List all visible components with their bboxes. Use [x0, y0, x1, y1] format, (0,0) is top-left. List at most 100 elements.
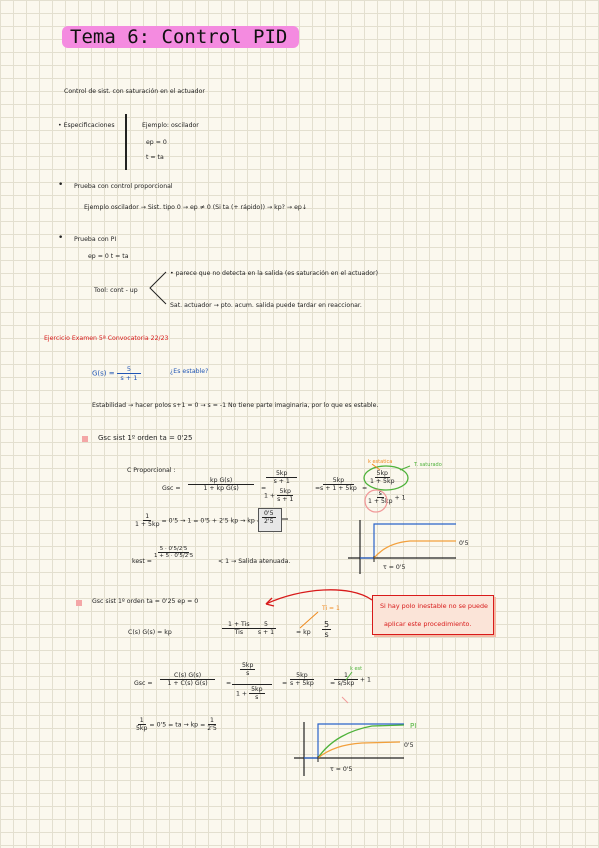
gsc1-gsc-label: Gsc = [162, 485, 181, 492]
den: 1 + 5kp [135, 521, 160, 528]
note-line-1: Si hay polo inestable no se puede [380, 602, 488, 610]
den: 2'5 [207, 725, 217, 732]
eq: = [330, 680, 336, 687]
red-pointer [341, 696, 349, 704]
num: s [376, 490, 384, 498]
gsc2-heading: Gsc sist 1º orden ta = 0'25 ep = 0 [92, 598, 199, 605]
den: 1 + kp G(s) [203, 485, 239, 492]
specs-divider [125, 114, 127, 170]
den: 1 + C(s) G(s) [167, 680, 208, 687]
arrowhead [265, 597, 275, 607]
den: s [324, 630, 329, 639]
den: 1 + 5kp [368, 498, 393, 505]
den: s + 5kp [290, 680, 314, 687]
gsc1-heading: Gsc sist 1º orden ta = 0'25 [98, 434, 193, 442]
den: s + 1 + 5kp [320, 485, 357, 492]
specs-line-2: t = ta [146, 154, 164, 161]
den: s [246, 670, 250, 677]
proportional-heading: Prueba con control proporcional [74, 183, 173, 190]
stability-question: ¿Es estable? [170, 368, 209, 375]
bullet: • [58, 233, 64, 243]
step-input [360, 523, 456, 559]
graph2-tau: τ = 0'5 [330, 766, 353, 773]
gs-left: G(s) = [92, 369, 115, 378]
num: 1 [143, 513, 152, 521]
step-response-graph-1 [348, 520, 456, 574]
note-line-2: aplicar este procedimiento. [384, 620, 472, 628]
label-t: T. saturado [414, 462, 442, 468]
tail: + 1 [359, 676, 371, 684]
num: 1 + Tis [222, 621, 256, 629]
page-title: Tema 6: Control PID [62, 26, 300, 48]
num: 1 [208, 717, 216, 725]
kest-label: kest = [132, 558, 152, 565]
den: 2'5 [264, 518, 274, 525]
den: Tis [234, 629, 244, 636]
num: 5kp [266, 470, 298, 478]
pi-branch-2: Sat. actuador → pto. acum. salida puede … [170, 302, 362, 309]
exam-heading: Ejercicio Examen 5ª Convocatoria 22/23 [44, 335, 169, 342]
p-response [317, 741, 401, 759]
graph1-tau: τ = 0'5 [383, 564, 406, 571]
response-curve [373, 540, 456, 559]
pink-bullet [82, 436, 88, 442]
pi-response [317, 724, 405, 759]
specs-label: • Especificaciones [58, 122, 115, 129]
gs-fraction: 5 s + 1 [116, 365, 141, 382]
tail: + 1 [394, 494, 406, 502]
proportional-line: Ejemplo oscilador → Sist. tipo 0 → ep ≠ … [84, 204, 307, 211]
pi-tool: Tool: cont - up [94, 287, 138, 294]
eq: = [362, 485, 368, 492]
gs-numerator: 5 [116, 365, 141, 374]
stability-text: Estabilidad → hacer polos s+1 = 0 → s = … [92, 402, 379, 409]
tau-eq-text: = 0'5 = ta → kp = [149, 721, 206, 729]
num: 5 · 0'5/2'5 [157, 546, 190, 553]
orange-pointer [371, 463, 381, 471]
den: s [255, 694, 259, 701]
intro-text: Control de sist. con saturación en el ac… [64, 88, 205, 95]
den: s + 1 [273, 478, 290, 485]
red-circle [364, 489, 388, 513]
pi-branch-1: • parece que no detecta en la salida (es… [170, 270, 378, 277]
tau-eq-text: = 0'5 → 1 = 0'5 + 2'5 kp → kp = [161, 517, 262, 525]
red-arrow [265, 589, 373, 605]
cs-result: = kp [296, 629, 311, 636]
num: 5 [322, 620, 332, 630]
pre: 1 + [236, 690, 248, 698]
green-pointer [399, 465, 411, 471]
pre: 1 + [264, 492, 276, 500]
kest-pointer [345, 671, 353, 681]
fraction-bar [232, 684, 272, 685]
gsc2-gsc-label: Gsc = [134, 680, 153, 687]
den: s + 1 [257, 629, 275, 636]
den: s/5kp [337, 680, 355, 687]
graph2-value: 0'5 [404, 742, 414, 749]
step-input [304, 723, 404, 759]
kp-result-box [258, 508, 282, 532]
gsc2-fraction-1: C(s) G(s)1 + C(s) G(s) [160, 672, 216, 687]
num: 5kp [277, 488, 293, 496]
label-kest: k estatica [368, 459, 393, 465]
pi-line: ep = 0 t = ta [88, 253, 129, 260]
eq: = [282, 680, 288, 687]
ti-label: Ti = 1 [322, 605, 340, 612]
graph2-pi-label: PI [410, 722, 417, 730]
num: 5 [256, 621, 276, 629]
gs-denominator: s + 1 [120, 374, 138, 382]
cs-lhs: C(s) G(s) = kp [128, 629, 172, 636]
gsc1-fraction-1: kp G(s)1 + kp G(s) [188, 477, 255, 492]
num: C(s) G(s) [160, 672, 216, 680]
